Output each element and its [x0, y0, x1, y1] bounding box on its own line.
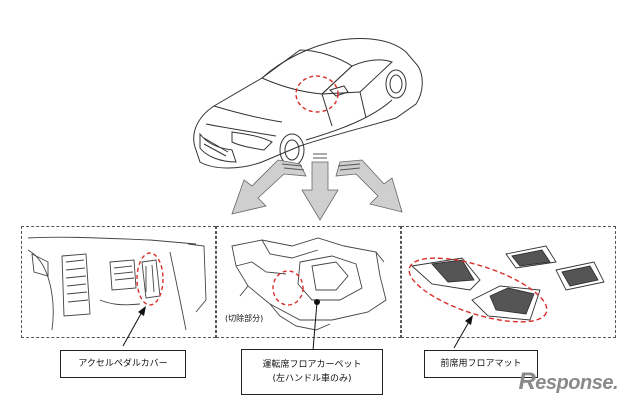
car-highlight-circle [295, 75, 339, 113]
panel-pedal [21, 226, 216, 338]
label-accelerator-pedal-cover-text: アクセルペダルカバー [78, 359, 168, 369]
carpet-highlight-circle [272, 270, 304, 306]
brake-pedal [61, 253, 91, 317]
cutaway-note: (切除部分) [225, 314, 264, 323]
car-mirror [329, 85, 349, 97]
arrow-center [301, 161, 339, 221]
panel-mat [401, 226, 616, 338]
response-logo-initial: R [518, 368, 536, 395]
arrow-left [231, 159, 307, 215]
label-driver-floor-carpet-line1: 運転席フロアカーペット [262, 360, 362, 370]
label-accelerator-pedal-cover: アクセルペダルカバー [60, 350, 186, 378]
label-front-floor-mat: 前席用フロアマット [424, 350, 538, 378]
mat-highlight-circle [408, 257, 548, 323]
footrest-pedal [109, 259, 137, 291]
response-logo-text: esponse. [535, 372, 618, 394]
car-headlight [231, 131, 273, 151]
label-front-floor-mat-text: 前席用フロアマット [440, 359, 522, 369]
car-side-windows [320, 59, 393, 95]
panel-carpet [216, 226, 401, 338]
pedal-highlight-circle [136, 252, 164, 306]
arrow-right [335, 159, 403, 213]
car-rear-wheel [385, 69, 407, 99]
label-driver-floor-carpet-line2: (左ハンドル車のみ) [272, 374, 352, 384]
label-driver-floor-carpet: 運転席フロアカーペット (左ハンドル車のみ) [241, 349, 383, 395]
car-grille [199, 132, 237, 163]
response-logo: Response. [518, 368, 618, 396]
